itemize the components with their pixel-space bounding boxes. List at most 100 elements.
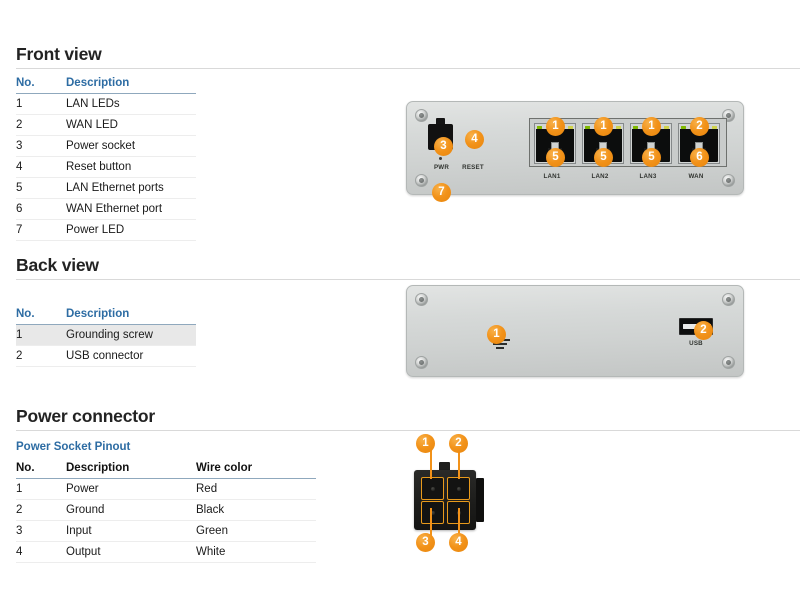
callout-reset-button: 4 [465,130,484,149]
cell-no: 3 [16,135,66,157]
chassis-screw-icon [722,356,735,369]
callout-pin-4: 4 [449,533,468,552]
connector-pin-1 [421,477,444,500]
cell-desc: Output [66,541,196,563]
callout-wan-port: 6 [690,148,709,167]
cell-no: 2 [16,345,66,367]
cell-desc: WAN LED [66,114,196,136]
front-view-divider [16,68,800,69]
column-header-desc: Description [66,459,196,479]
callout-lan-leds-3: 1 [642,117,661,136]
callout-wan-led: 2 [690,117,709,136]
leader-line-pin1 [430,449,432,479]
chassis-screw-icon [722,293,735,306]
cell-no: 2 [16,499,66,521]
back-view-heading: Back view [16,255,99,275]
lan2-led-green-icon [585,125,590,129]
column-header-desc: Description [66,305,196,325]
back-view-divider [16,279,800,280]
port-label-lan3: LAN3 [639,173,657,180]
cell-desc: Reset button [66,156,196,178]
cell-wire: Black [196,499,316,521]
column-header-no: No. [16,459,66,479]
lan2-led-amber-icon [616,125,621,129]
cell-no: 1 [16,93,66,115]
callout-lan-port-1: 5 [546,148,565,167]
front-view-heading: Front view [16,44,102,64]
port-label-wan: WAN [688,173,704,180]
table-header-row: No. Description [16,305,196,325]
chassis-screw-icon [415,174,428,187]
connector-pin-3 [421,501,444,524]
chassis-screw-icon [415,109,428,122]
reset-label: RESET [462,164,484,171]
table-header-row: No. Description Wire color [16,459,316,479]
wan-led-amber-icon [712,125,717,129]
connector-pin-2 [447,477,470,500]
table-header-row: No. Description [16,74,196,94]
callout-power-socket: 3 [434,137,453,156]
cell-desc: Ground [66,499,196,521]
lan3-led-amber-icon [664,125,669,129]
cell-no: 4 [16,541,66,563]
chassis-screw-icon [415,293,428,306]
leader-line-pin3 [430,508,432,538]
cell-desc: WAN Ethernet port [66,198,196,220]
cell-wire: Green [196,520,316,542]
callout-usb-connector: 2 [694,321,713,340]
pwr-label: PWR [433,164,450,171]
column-header-desc: Description [66,74,196,94]
lan1-led-amber-icon [568,125,573,129]
cell-desc: Power socket [66,135,196,157]
callout-pin-3: 3 [416,533,435,552]
cell-no: 3 [16,520,66,542]
cell-no: 1 [16,324,66,346]
cell-no: 1 [16,478,66,500]
power-socket-tab-icon [436,118,445,125]
leader-line-pin2 [458,449,460,479]
column-header-no: No. [16,305,66,325]
callout-grounding-screw: 1 [487,325,506,344]
column-header-no: No. [16,74,66,94]
cell-desc: Power [66,478,196,500]
cell-no: 2 [16,114,66,136]
cell-no: 6 [16,198,66,220]
cell-wire: White [196,541,316,563]
cell-no: 5 [16,177,66,199]
callout-pin-1: 1 [416,434,435,453]
cell-desc: Power LED [66,219,196,241]
port-label-lan1: LAN1 [543,173,561,180]
back-panel-illustration: USB [406,285,744,377]
port-label-lan2: LAN2 [591,173,609,180]
power-connector-heading: Power connector [16,406,155,426]
chassis-screw-icon [415,356,428,369]
lan3-led-green-icon [633,125,638,129]
connector-latch-icon [439,462,450,472]
front-panel-illustration: PWR RESET [406,101,744,195]
callout-lan-leds-1: 1 [546,117,565,136]
usb-label: USB [689,340,703,347]
power-connector-illustration [406,430,516,560]
power-led-icon [439,157,442,160]
callout-lan-leds-2: 1 [594,117,613,136]
leader-line-pin4 [458,508,460,538]
cell-desc: USB connector [66,345,196,367]
cell-wire: Red [196,478,316,500]
callout-pin-2: 2 [449,434,468,453]
wan-led-green-icon [681,125,686,129]
callout-power-led: 7 [432,183,451,202]
